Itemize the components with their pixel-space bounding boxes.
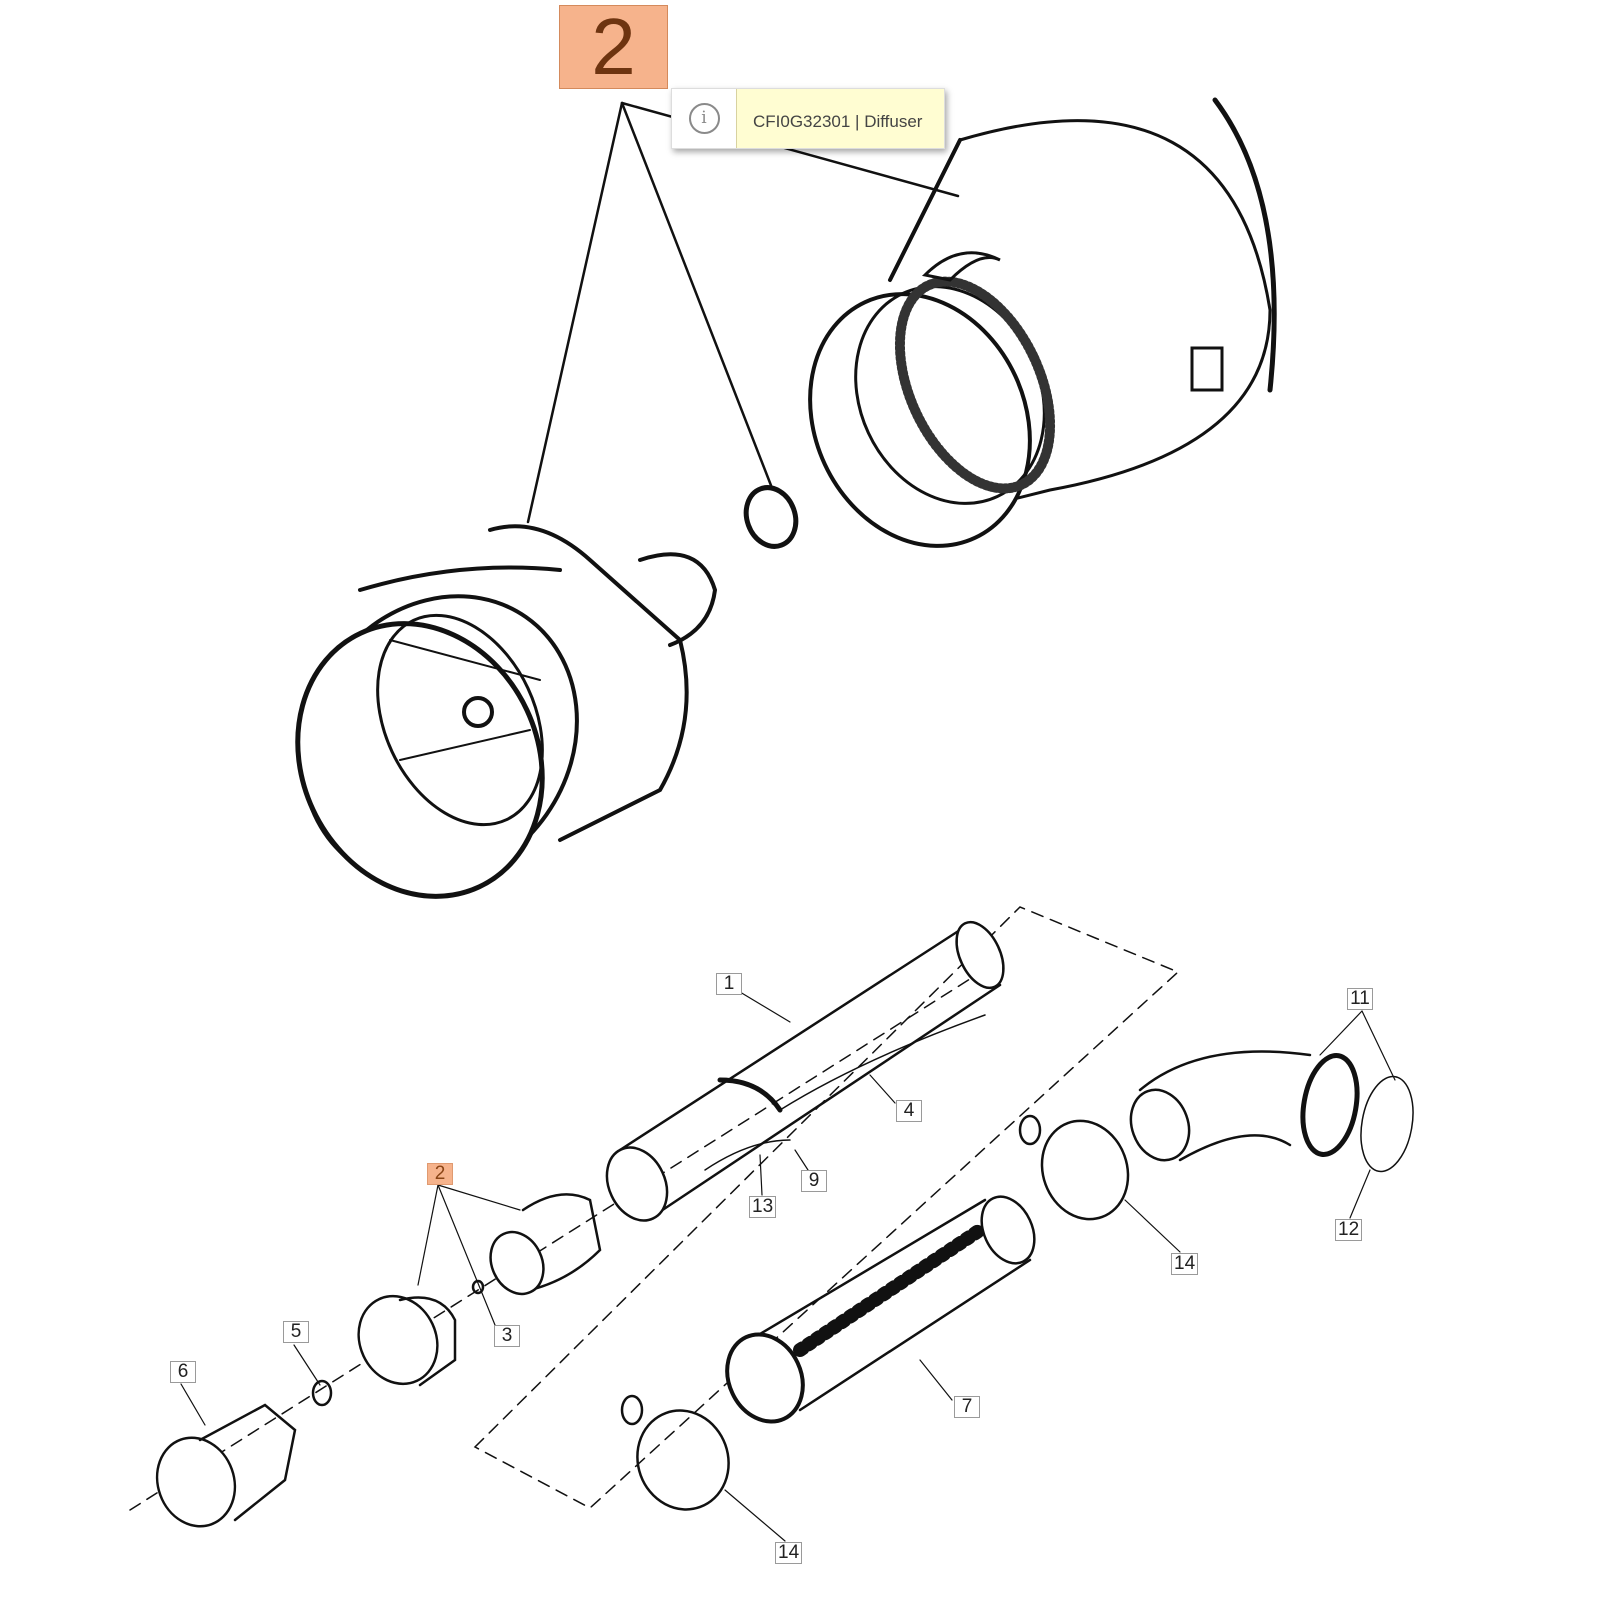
selected-callout-large[interactable]: 2 — [559, 5, 668, 89]
tooltip-text: CFI0G32301 | Diffuser — [737, 89, 944, 148]
callout-12[interactable]: 12 — [1335, 1219, 1363, 1241]
fan-hub-enlarged — [295, 524, 718, 899]
callout-2[interactable]: 2 — [427, 1163, 453, 1185]
callout-3[interactable]: 3 — [494, 1325, 520, 1347]
callout-6[interactable]: 6 — [170, 1361, 196, 1383]
callout-14-upper[interactable]: 14 — [1171, 1253, 1199, 1275]
callout-13[interactable]: 13 — [749, 1196, 777, 1218]
assembly-frame — [129, 906, 1180, 1511]
o-ring-enlarged — [743, 485, 799, 549]
callout-4[interactable]: 4 — [896, 1100, 922, 1122]
callout-11[interactable]: 11 — [1347, 988, 1373, 1010]
callout-7[interactable]: 7 — [954, 1396, 980, 1418]
callout-9[interactable]: 9 — [801, 1170, 827, 1192]
parts-small — [155, 920, 1414, 1528]
callout-14-lower[interactable]: 14 — [775, 1542, 803, 1564]
part-tooltip: i CFI0G32301 | Diffuser — [671, 88, 945, 149]
callout-5[interactable]: 5 — [283, 1321, 309, 1343]
info-glyph: i — [688, 103, 720, 134]
callout-leaders — [180, 991, 1396, 1542]
info-icon: i — [672, 89, 737, 148]
diffuser-enlarged — [808, 97, 1277, 548]
callout-1[interactable]: 1 — [716, 973, 742, 995]
